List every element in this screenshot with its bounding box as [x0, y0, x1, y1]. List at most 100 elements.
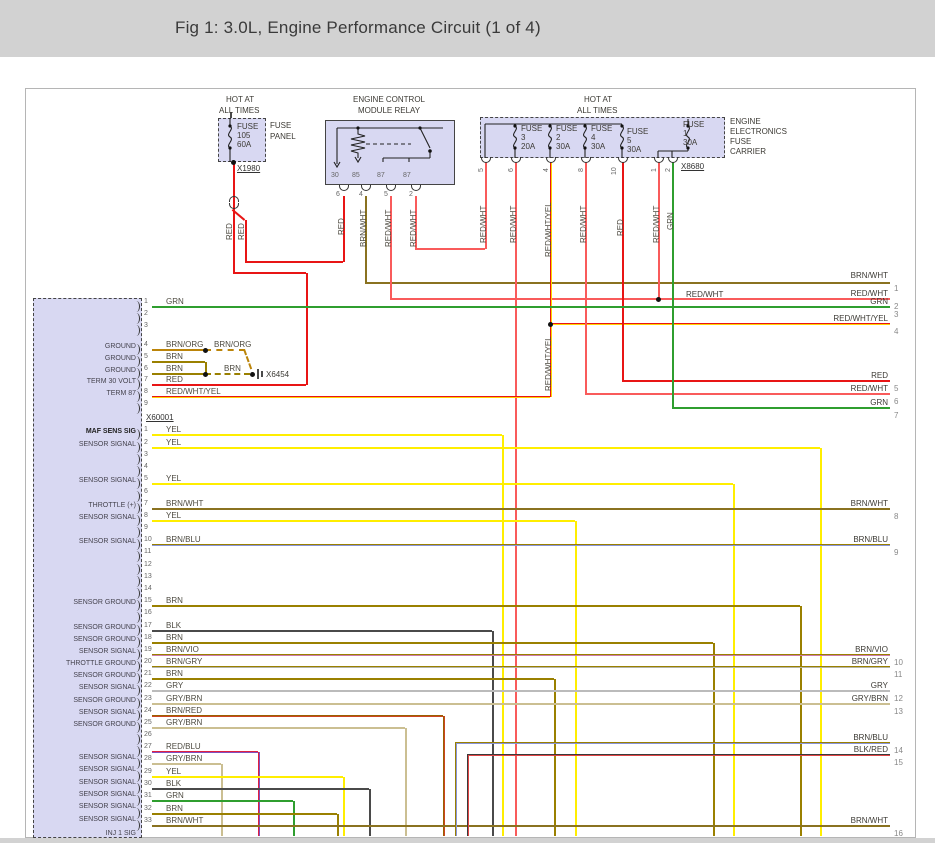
wire-ecmB-p20-brngry	[152, 666, 890, 668]
ecm-pin-number: 6	[144, 365, 148, 372]
diagram-label: FUSE	[591, 124, 613, 133]
ecm-pin-function-label: SENSOR SIGNAL	[78, 477, 136, 484]
wire-carrier-t4-redwhtyel	[550, 323, 890, 325]
ecm-pin-function-label: SENSOR SIGNAL	[78, 766, 136, 773]
diagram-label: MODULE RELAY	[358, 106, 421, 115]
wire-ecmB-p23-grybrn	[152, 703, 890, 705]
terminal-connector-mark	[654, 157, 664, 163]
ecm-pin-stub	[132, 454, 140, 465]
wire-end-number-2: 2	[894, 302, 899, 311]
ecm-pin-stub	[132, 325, 140, 336]
wire-color-label: GRY/BRN	[166, 754, 203, 763]
diagram-label: RED	[225, 223, 234, 240]
ecm-pin-number: 8	[144, 512, 148, 519]
ecm-pin-stub	[132, 344, 140, 355]
diagram-label: 1	[651, 168, 658, 172]
wire-end-number-8: 8	[894, 512, 899, 521]
ecm-pin-function-label: SENSOR SIGNAL	[78, 648, 136, 655]
diagram-label: 8	[578, 168, 585, 172]
ecm-pin-number: 4	[144, 341, 148, 348]
wire-end-label-6: RED/WHT	[850, 384, 888, 393]
wire-relay-t4-brnwht	[365, 282, 890, 284]
ecm-pin-number: 3	[144, 451, 148, 458]
junction-dot	[203, 348, 208, 353]
wire-ecmB-p32-brn	[152, 813, 337, 815]
ecm-pin-number: 3	[144, 322, 148, 329]
ecm-pin-function-label: SENSOR SIGNAL	[78, 514, 136, 521]
ecm-pin-stub	[132, 515, 140, 526]
diagram-label: RED/WHT/YEL	[544, 336, 553, 391]
diagram-label: 4	[359, 191, 363, 198]
wire-ecmB-p2-yel	[152, 447, 820, 449]
ecm-pin-number: 26	[144, 731, 152, 738]
ecm-pin-function-label: SENSOR GROUND	[73, 636, 136, 643]
wire-color-label: BRN	[166, 804, 183, 813]
ecm-pin-stub	[132, 391, 140, 402]
ecm-connector-box	[33, 298, 142, 838]
wire-carrier-t10-red	[622, 380, 890, 382]
ecm-pin-function-label: GROUND	[104, 343, 136, 350]
ecm-pin-stub	[132, 649, 140, 660]
ecm-pin-number: 16	[144, 609, 152, 616]
ecm-pin-stub	[132, 600, 140, 611]
wire-ecmB-p25-grybrn	[405, 728, 407, 836]
wire-color-label: BRN/RED	[166, 706, 203, 715]
wire-ecmB-p19-brnvio	[152, 654, 890, 656]
diagram-label: ELECTRONICS	[730, 127, 787, 136]
ecm-pin-number: 5	[144, 353, 148, 360]
wire-ecmB-p21-brn	[152, 678, 554, 680]
ecm-pin-stub	[132, 673, 140, 684]
ecm-pin-number: 31	[144, 792, 152, 799]
ecm-pin-stub	[132, 795, 140, 806]
wire-relay-t4-brnwht	[365, 196, 367, 283]
wire-relay-t5-redwht	[390, 298, 890, 300]
ecm-pin-stub	[132, 746, 140, 757]
diagram-label: 3	[521, 133, 526, 142]
wire-carrier-t10-red	[622, 162, 624, 381]
wire-color-label: RED/WHT/YEL	[166, 387, 221, 396]
diagram-label: RED	[237, 223, 246, 240]
ecm-pin-function-label: SENSOR GROUND	[73, 721, 136, 728]
wire-fuse-panel-red	[233, 162, 235, 273]
ecm-pin-stub	[132, 564, 140, 575]
ecm-pin-number: 27	[144, 743, 152, 750]
ecm-pin-function-label: SENSOR SIGNAL	[78, 709, 136, 716]
ecm-pin-number: 9	[144, 524, 148, 531]
ecm-pin-stub	[132, 576, 140, 587]
diagram-label: RED/WHT/YEL	[544, 202, 553, 257]
wire-color-label: BRN/GRY	[166, 657, 203, 666]
connector-id-x60001: X60001	[146, 413, 174, 422]
diagram-label: 60A	[237, 140, 252, 149]
ecm-pin-number: 23	[144, 695, 152, 702]
ecm-pin-stub	[132, 379, 140, 390]
wire-end-number-10: 10	[894, 658, 903, 667]
connector-id-x1980: X1980	[237, 164, 261, 173]
wire-ecmB-p1-yel	[152, 434, 502, 436]
diagram-label: 6	[508, 168, 515, 172]
wire-ecmB-p5-yel	[152, 483, 733, 485]
ecm-pin-function-label: SENSOR SIGNAL	[78, 803, 136, 810]
diagram-label: 30A	[556, 142, 571, 151]
terminal-connector-mark	[386, 185, 396, 191]
diagram-label: RED	[337, 218, 346, 235]
connector-id-x8680: X8680	[681, 162, 705, 171]
wire-color-label: RED/BLU	[166, 742, 201, 751]
diagram-label: RED/WHT	[686, 290, 724, 299]
wire-ecm-pin8-redwhtyel	[152, 396, 550, 398]
wire-end-label-16: BRN/WHT	[850, 816, 888, 825]
wire-ecmB-p7-brnwht	[152, 508, 890, 510]
wire-relay-t5-redwht	[390, 196, 392, 299]
ecm-pin-function-label: TERM 87	[106, 390, 136, 397]
wire-color-label: YEL	[166, 511, 182, 520]
wire-relay-t2-redwht	[415, 248, 485, 250]
page-title: Fig 1: 3.0L, Engine Performance Circuit …	[175, 18, 541, 37]
ecm-pin-number: 7	[144, 500, 148, 507]
wire-end-label-7: GRN	[870, 398, 888, 407]
ecm-pin-stub	[132, 539, 140, 550]
wire-ecmB-p31-grn	[293, 801, 295, 836]
diagram-label: GRN	[666, 212, 675, 230]
wire-carrier-t4-redwhtyel	[550, 162, 552, 397]
wire-color-label: BRN	[166, 596, 183, 605]
ecm-pin-stub	[132, 368, 140, 379]
ecm-pin-stub	[132, 612, 140, 623]
